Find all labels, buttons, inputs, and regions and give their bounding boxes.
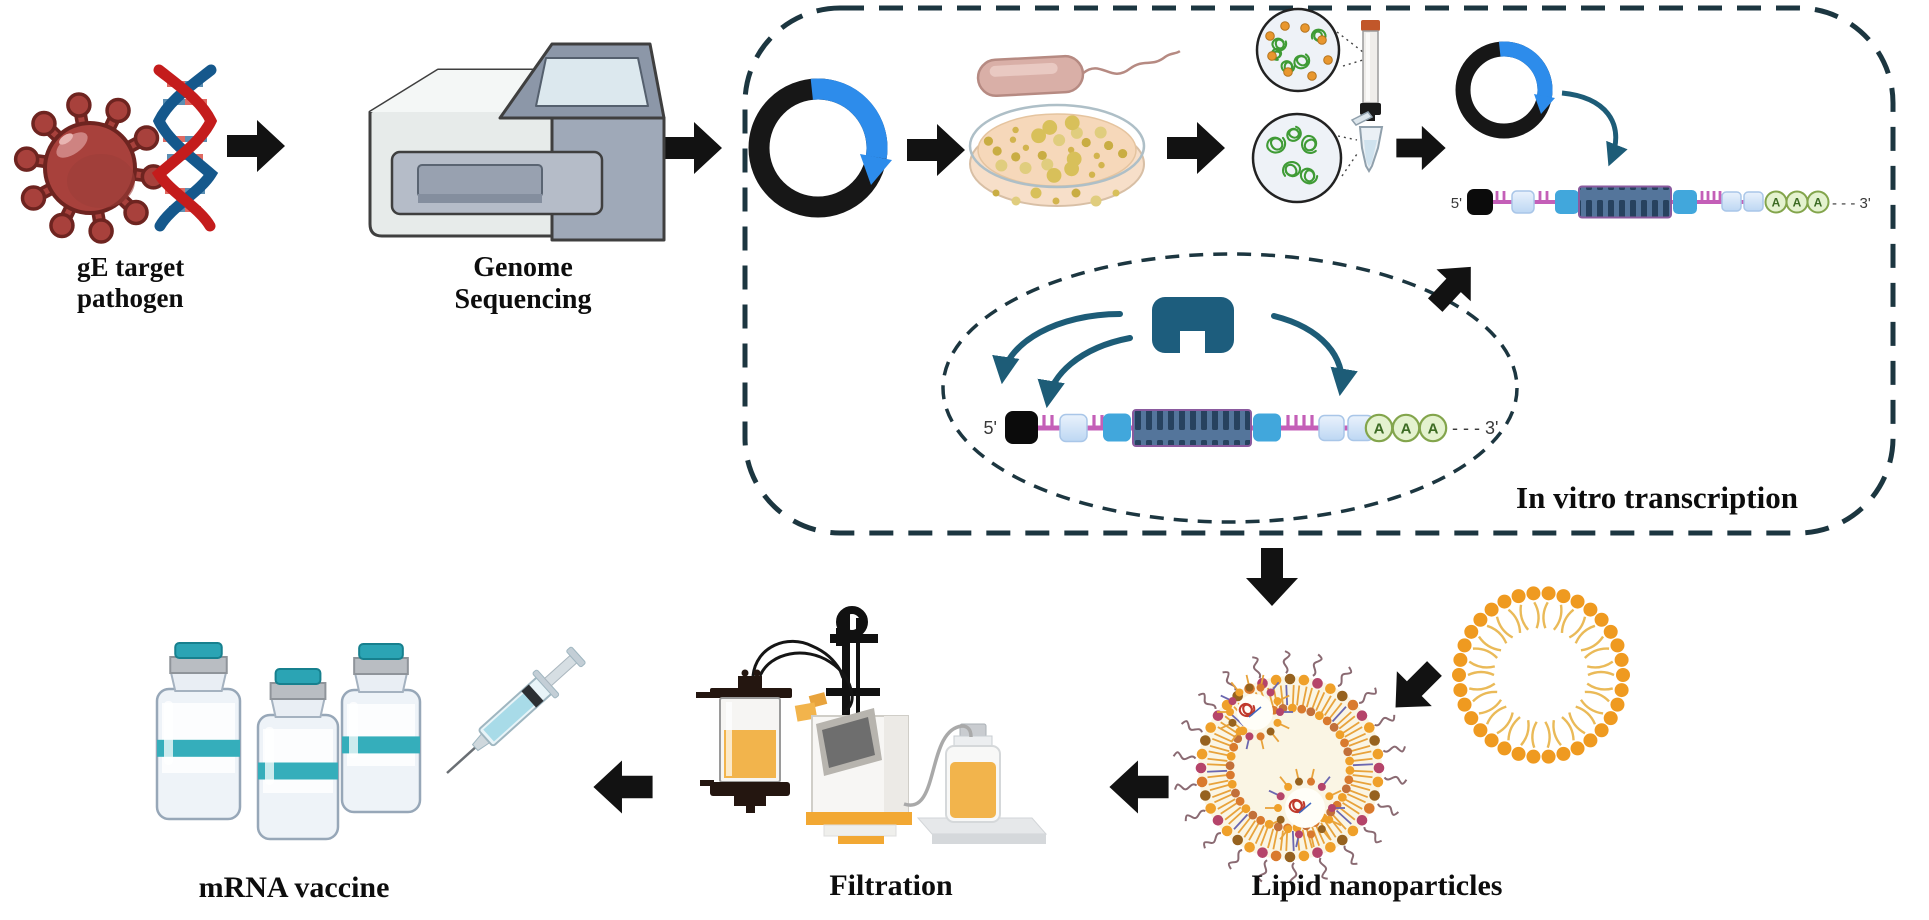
syringe-icon [446,646,586,774]
label-pathogen: gE target pathogen [77,252,184,314]
vaccine-vials [155,642,422,841]
five-prime-label: 5' [984,418,997,438]
ivt-boundary-box [742,5,1896,536]
three-prime-label: - - - 3' [1832,195,1871,212]
plasmid-extract-top-circle [1255,7,1341,93]
flagellum [1082,50,1181,75]
poly-a-letter: A [1428,421,1439,438]
poly-a-letter: A [1374,421,1385,438]
three-prime-label: - - - 3' [1452,418,1498,438]
pump-machine-icon [806,708,912,844]
label-filtration: Filtration [829,869,953,902]
plasmid-to-mrna-arrow [1561,90,1628,167]
five-prime-label: 5' [1451,195,1462,212]
virus-icon [13,92,167,244]
poly-a-letter: A [1814,196,1823,210]
purified-plasmids [1267,126,1318,187]
label-mrna-vaccine: mRNA vaccine [198,871,390,904]
poly-a-letter: A [1793,196,1802,210]
poly-a-letter: A [1772,196,1781,210]
zoom-connector-lines [1336,31,1364,177]
poly-a-letter: A [1401,421,1412,438]
tubing [751,640,854,714]
mrna-construct-bottom: 5' A A A - - - 3' [984,409,1498,447]
flow-arrows [227,120,1471,814]
vaccine-vial [256,668,340,841]
bacterium-icon [976,50,1181,98]
pump-screen [822,717,875,768]
mrna-bottom-art [1005,409,1374,447]
colonies [983,115,1128,207]
poly-a-circle [1806,190,1830,214]
label-in-vitro-transcription: In vitro transcription [1516,480,1798,515]
collection-bottle-icon [903,723,1048,844]
mrna-construct-top: 5' A A A - - - 3' [1451,185,1871,219]
vaccine-vial [340,643,422,814]
label-genome-sequencing: Genome Sequencing [455,252,592,316]
label-pathogen-line2: pathogen [77,282,184,313]
ivt-ellipse [941,252,1519,524]
poly-a-circle [1418,413,1448,443]
plasmid-icon-small [1455,41,1555,139]
sequencer-icon [368,42,666,242]
petri-dish-icon [968,103,1146,207]
label-genome-line1: Genome [473,252,573,283]
sequencer-screen [535,57,649,107]
plasmid-insert [810,78,888,159]
mrna-top-art [1467,185,1764,219]
label-lipid-nanoparticles: Lipid nanoparticles [1251,869,1503,902]
liposome-icon [1452,586,1630,764]
plasmid-extract-bottom-circle [1251,112,1343,204]
label-pathogen-line1: gE target [77,252,185,282]
dna-icon [151,64,219,232]
filter-column-icon [696,669,792,813]
filtration-station [696,606,1048,844]
transcription-arrows [992,311,1358,409]
label-genome-line2: Sequencing [454,283,592,315]
microtube-icon [1350,111,1384,173]
rna-polymerase-icon [1152,297,1234,353]
dna-strand-red [151,64,218,232]
plasmids-and-proteins [1265,21,1333,81]
plasmid-icon [748,78,892,218]
lnp-mrna-icon [1172,650,1408,886]
chromatography-column-icon [1360,20,1381,121]
vaccine-vial [155,642,242,821]
